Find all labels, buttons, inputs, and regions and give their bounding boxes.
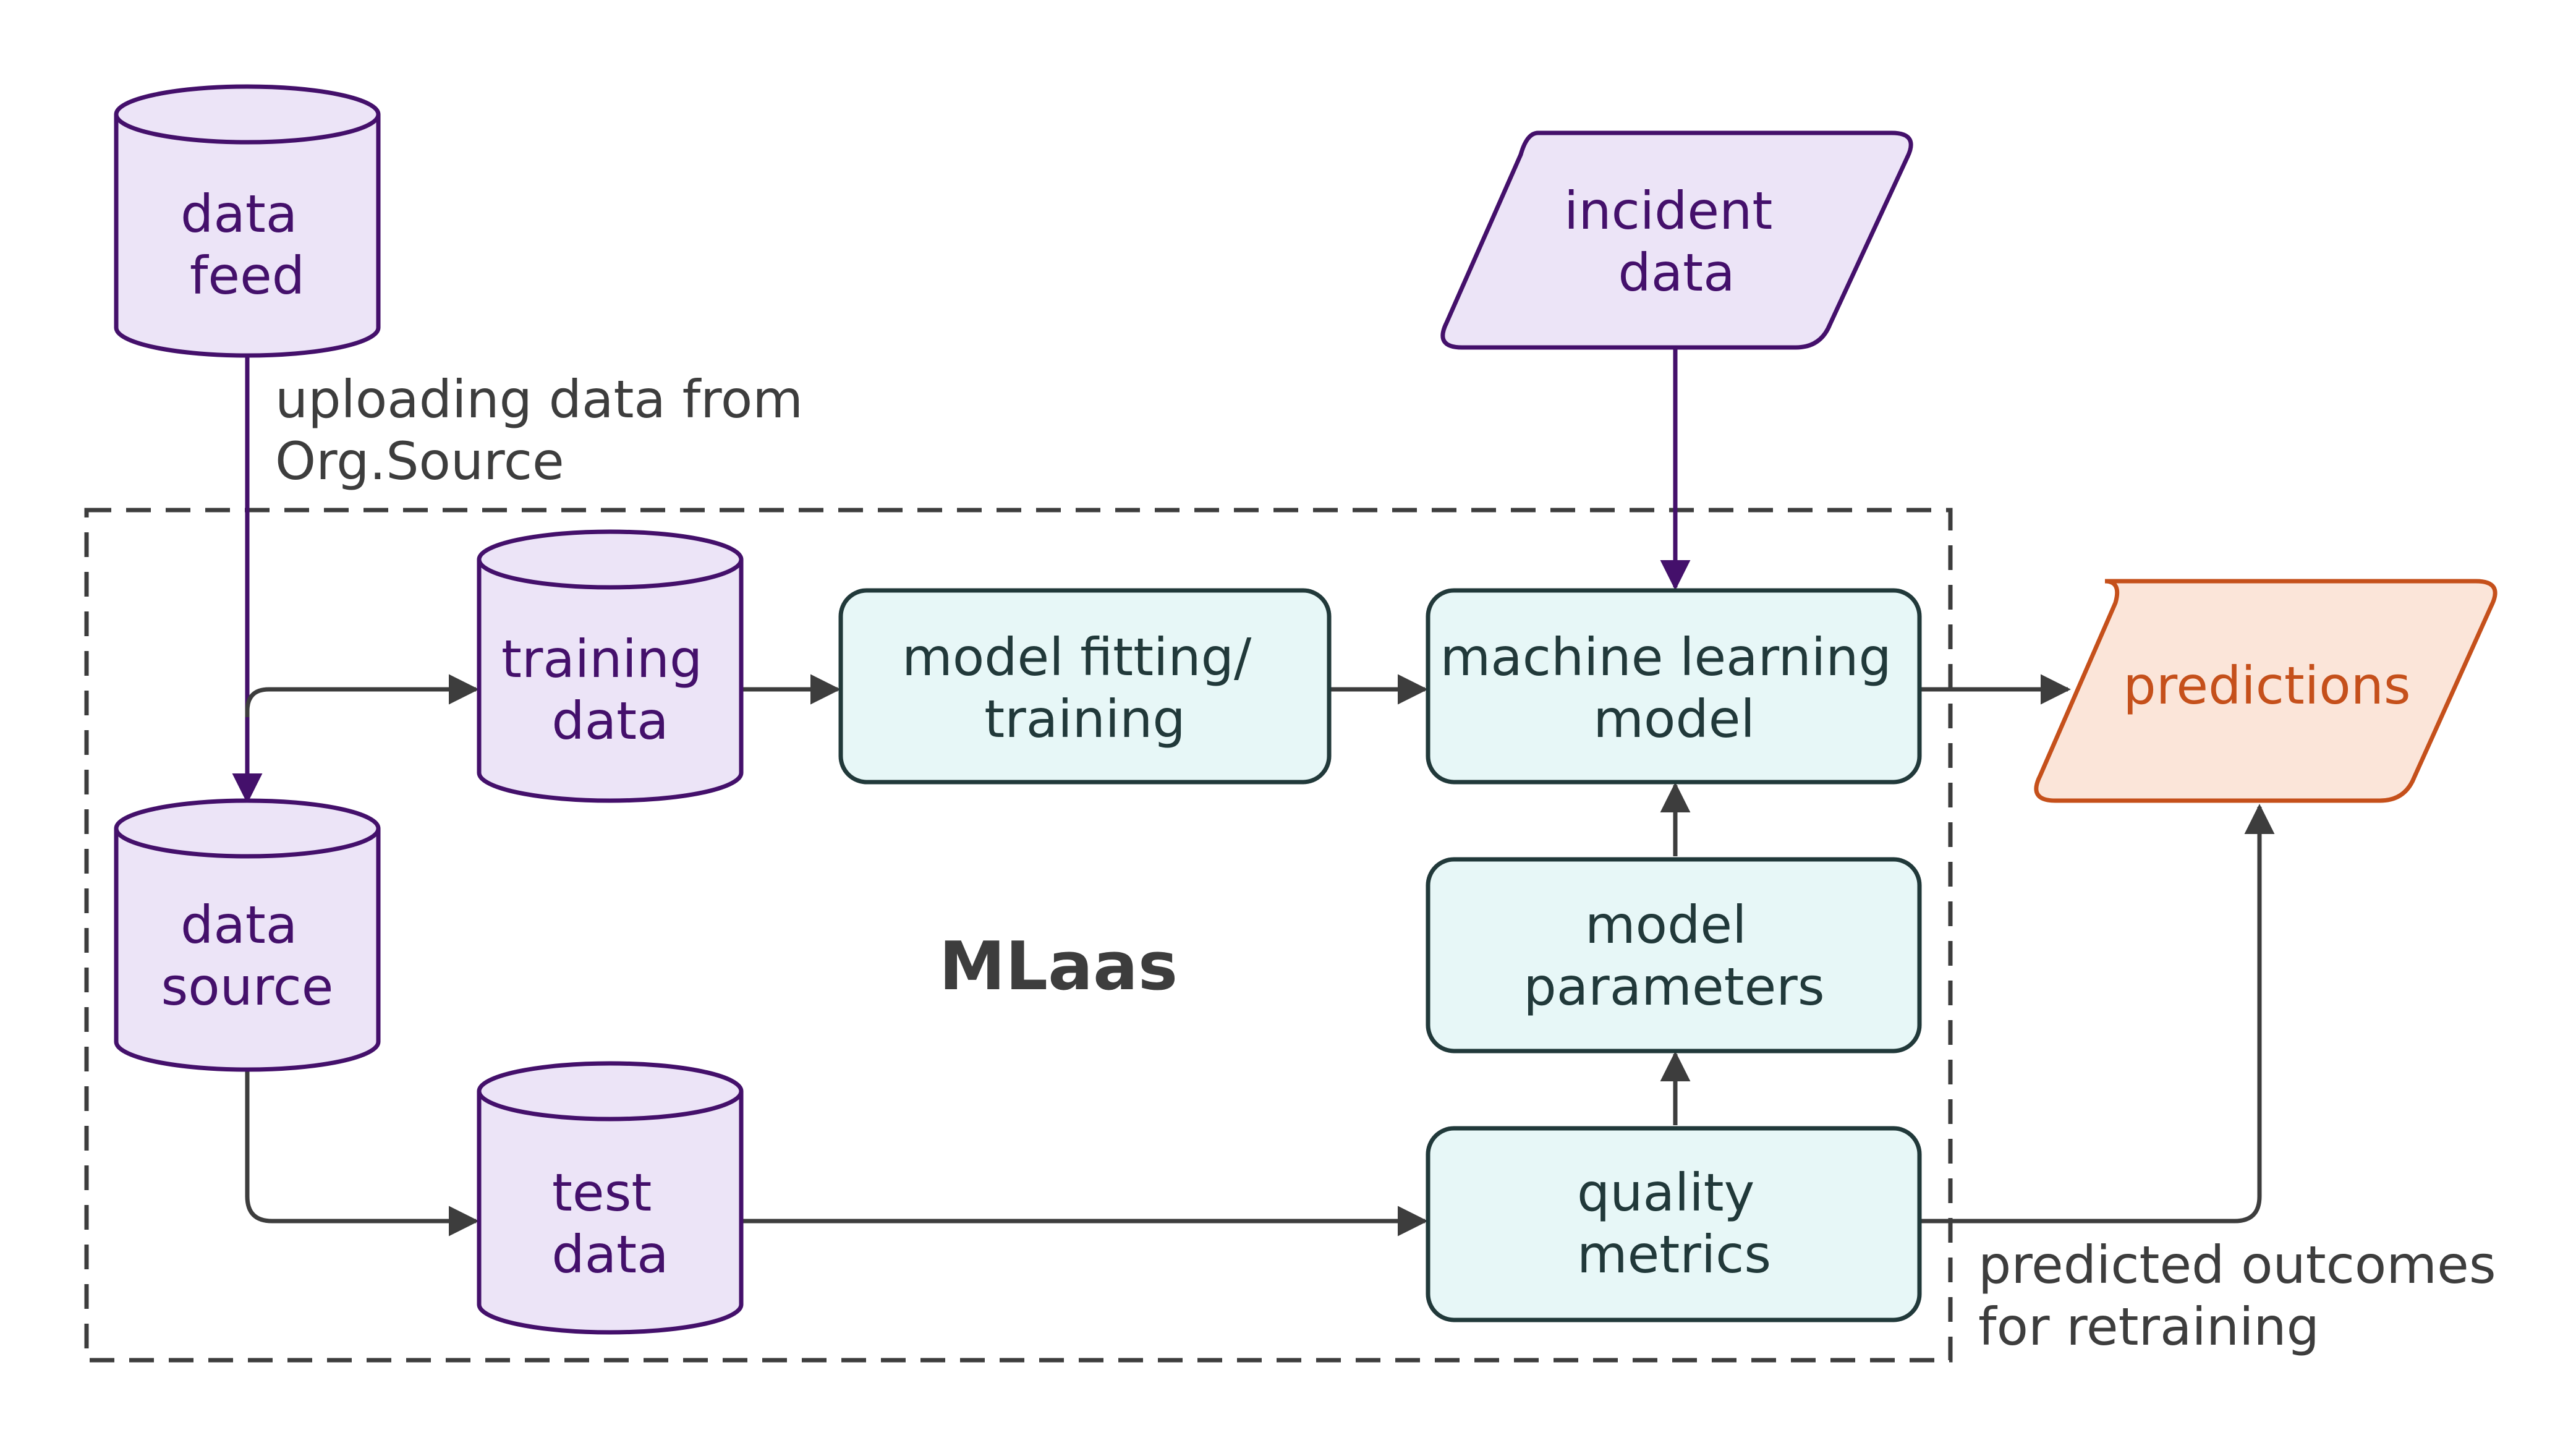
process-box [1426, 1126, 1922, 1322]
annotation-retrain: predicted outcomes for retraining [1978, 1235, 2512, 1357]
node-ml-model: machine learning model [1426, 588, 1922, 785]
cylinder-top [114, 798, 381, 859]
annotation-upload: uploading data from Org.Source [275, 369, 820, 492]
cylinder-body [114, 114, 381, 358]
node-label: quality metrics [1577, 1162, 1771, 1285]
edge-metrics-to-predictions [1919, 804, 2275, 1224]
node-label: data source [161, 895, 334, 1017]
node-label: data feed [181, 184, 314, 306]
io-shape [1440, 130, 1913, 350]
process-box [838, 588, 1332, 785]
node-label: test data [551, 1162, 668, 1285]
cylinder-body [477, 560, 744, 803]
node-data-feed: data feed [114, 84, 381, 358]
edge-to-training-data [245, 674, 479, 717]
node-label: model parameters [1523, 895, 1824, 1017]
node-label: model fitting/ training [902, 627, 1268, 749]
node-label: predictions [2123, 655, 2410, 716]
cylinder-body [477, 1091, 744, 1335]
node-label: machine learning model [1440, 627, 1908, 749]
mlaas-boundary [84, 508, 1953, 1363]
node-label: training data [501, 629, 719, 751]
cylinder-top [114, 84, 381, 145]
cylinder-body [114, 828, 381, 1072]
node-label: incident data [1564, 181, 1789, 303]
process-box [1426, 588, 1922, 785]
process-box [1426, 857, 1922, 1054]
node-quality-metrics: quality metrics [1426, 1126, 1922, 1322]
edges [232, 349, 2275, 1237]
edge-source-to-test-data [245, 1070, 479, 1237]
node-predictions: predictions [2034, 579, 2497, 803]
io-shape [2034, 579, 2497, 803]
node-training-data: training data [477, 529, 744, 803]
mlaas-label: MLaas [939, 928, 1178, 1005]
node-model-fitting: model fitting/ training [838, 588, 1332, 785]
node-data-source: data source [114, 798, 381, 1072]
cylinder-top [477, 1061, 744, 1122]
cylinder-top [477, 529, 744, 590]
node-incident-data: incident data [1440, 130, 1913, 350]
node-test-data: test data [477, 1061, 744, 1335]
node-model-parameters: model parameters [1426, 857, 1922, 1054]
